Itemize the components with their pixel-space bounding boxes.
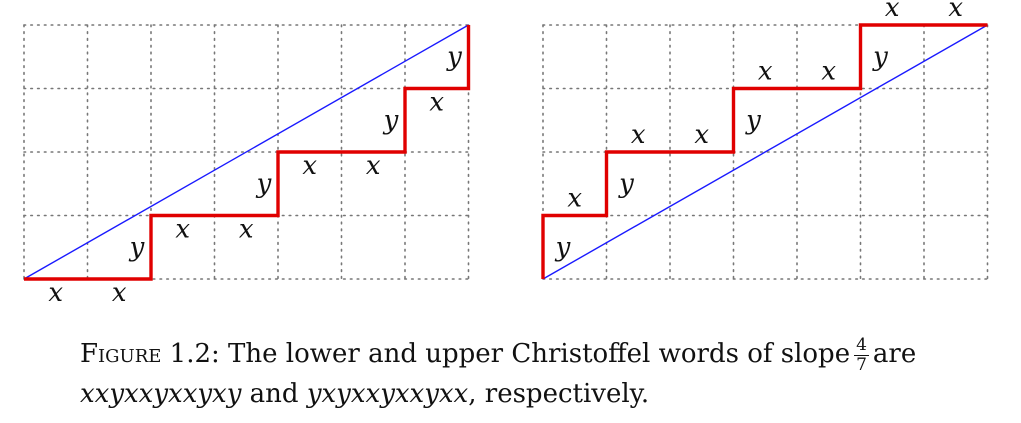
step-label-x: x (885, 0, 900, 23)
step-label-x: x (112, 278, 127, 308)
step-label-y: y (256, 169, 272, 199)
slope-denominator: 7 (856, 354, 867, 375)
caption-figure-prefix: Figure (80, 339, 162, 369)
slope-line (542, 24, 988, 280)
step-label-x: x (694, 120, 709, 150)
step-label-y: y (383, 105, 399, 135)
step-label-y: y (618, 169, 634, 199)
step-label-x: x (821, 57, 836, 87)
step-label-x: x (175, 215, 190, 245)
step-label-y: y (446, 42, 462, 72)
caption-text-before: The lower and upper Christoffel words of… (228, 339, 851, 369)
slope-line (23, 24, 469, 280)
step-label-x: x (567, 184, 582, 214)
step-label-x: x (631, 120, 646, 150)
caption-line-2: xxyxxyxxyxy and yxyxxyxxyxx, respectivel… (80, 374, 980, 414)
caption-word-upper: yxyxxyxxyxx (306, 379, 469, 409)
christoffel-path (24, 25, 471, 281)
slope-numerator: 4 (854, 334, 869, 356)
caption-line-1: Figure 1.2: The lower and upper Christof… (80, 334, 980, 374)
step-label-x: x (366, 151, 381, 181)
caption-suffix: , respectively. (468, 379, 650, 409)
caption-text-after: are (872, 339, 917, 369)
step-label-y: y (129, 232, 145, 262)
step-label-x: x (758, 57, 773, 87)
step-label-x: x (239, 215, 254, 245)
step-label-y: y (745, 105, 761, 135)
step-label-y: y (872, 42, 888, 72)
caption-and: and (249, 379, 299, 409)
step-label-x: x (948, 0, 963, 23)
step-label-x: x (429, 88, 444, 118)
step-label-y: y (555, 232, 571, 262)
caption-word-lower: xxyxxyxxyxy (80, 379, 242, 409)
step-label-x: x (302, 151, 317, 181)
christoffel-path (541, 23, 988, 279)
step-label-x: x (48, 278, 63, 308)
figure-caption: Figure 1.2: The lower and upper Christof… (80, 334, 980, 414)
caption-figure-number: 1.2: (169, 339, 220, 369)
